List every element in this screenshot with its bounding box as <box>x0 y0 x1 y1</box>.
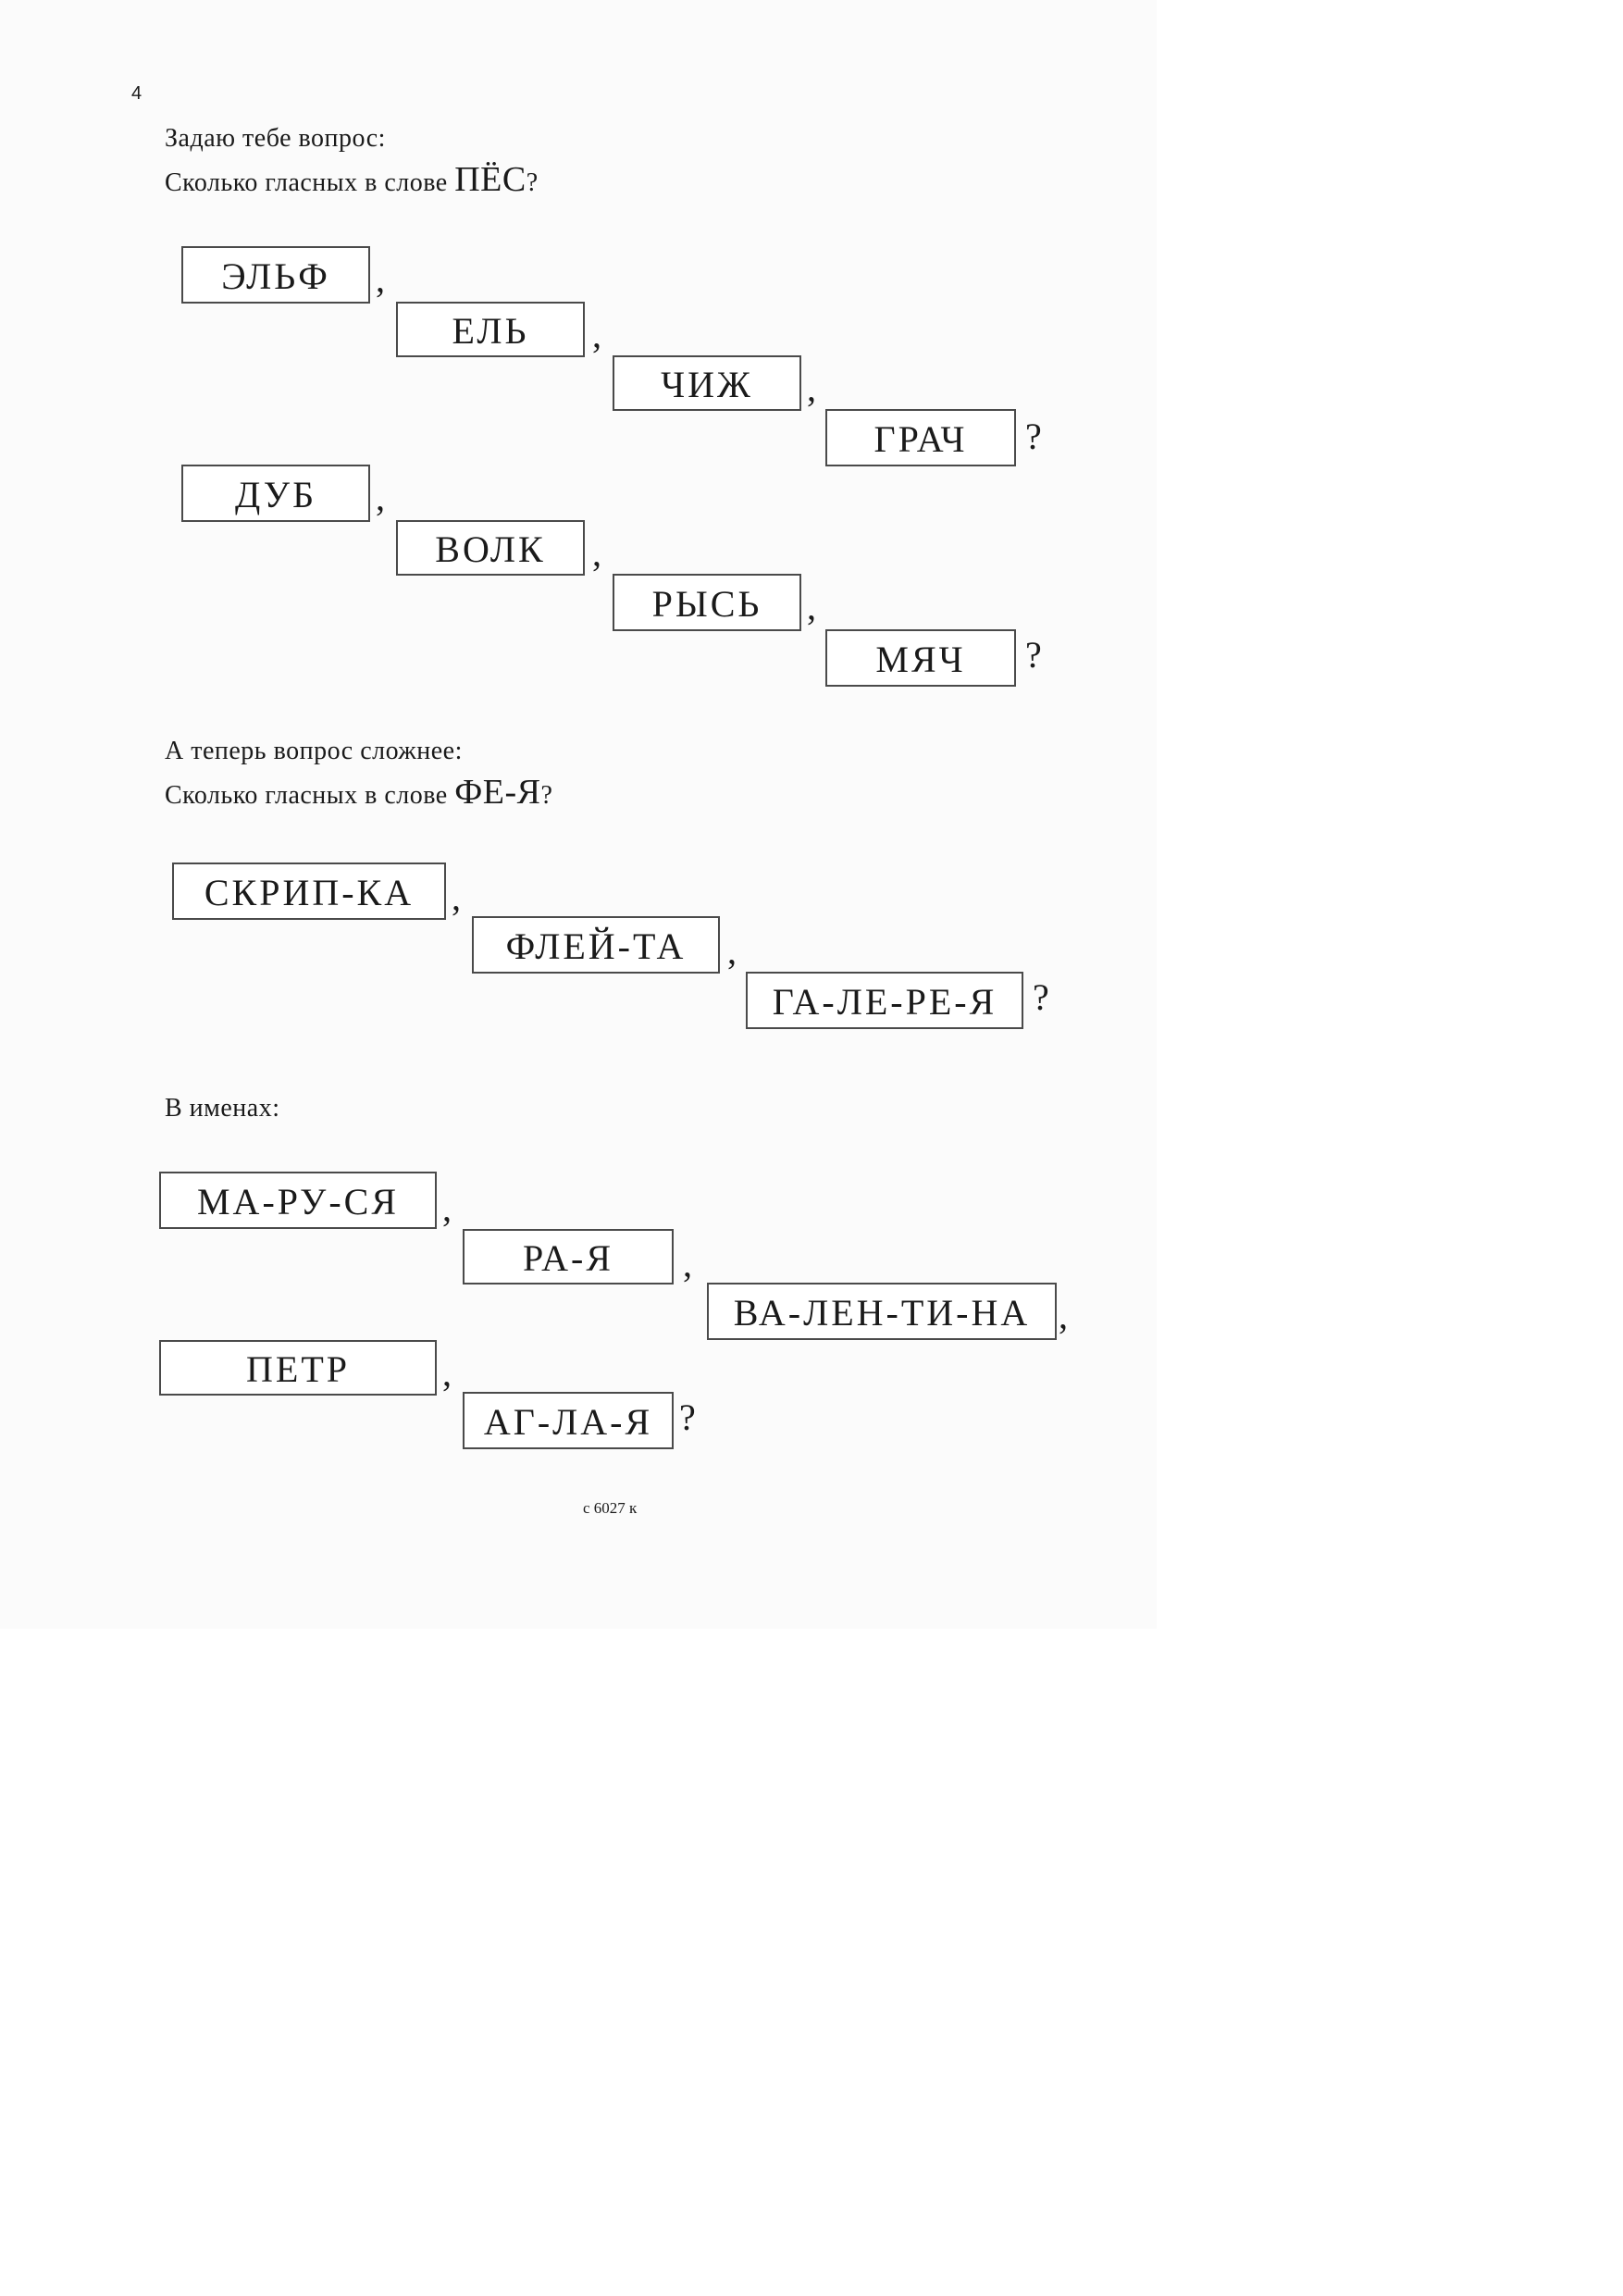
question-word: ФЕ-Я <box>454 773 541 812</box>
punct-comma: , <box>592 314 601 355</box>
word-box-rys: РЫСЬ <box>613 574 801 631</box>
word-box-raya: РА-Я <box>463 1229 674 1285</box>
punct-comma: , <box>1059 1295 1068 1336</box>
punct-comma: , <box>376 477 385 518</box>
punct-comma: , <box>683 1243 692 1285</box>
word-box-grach: ГРАЧ <box>825 409 1016 466</box>
word-box-petr: ПЕТР <box>159 1340 437 1396</box>
word-box-dub: ДУБ <box>181 465 370 522</box>
question-prefix: Сколько гласных в слове <box>165 781 455 810</box>
question-mark: ? <box>540 781 553 810</box>
footer-code: с 6027 к <box>583 1499 638 1517</box>
punct-comma: , <box>452 876 461 918</box>
word-box-aglaya: АГ-ЛА-Я <box>463 1392 674 1449</box>
punct-comma: , <box>807 367 816 409</box>
word-box-volk: ВОЛК <box>396 520 585 576</box>
punct-comma: , <box>376 258 385 300</box>
punct-question: ? <box>1025 634 1042 676</box>
punct-question: ? <box>1033 976 1049 1018</box>
punct-comma: , <box>807 586 816 627</box>
question-mark: ? <box>526 168 539 197</box>
punct-comma: , <box>727 930 737 972</box>
word-box-valentina: ВА-ЛЕН-ТИ-НА <box>707 1283 1057 1340</box>
punct-comma: , <box>442 1187 452 1229</box>
section2-line1: А теперь вопрос сложнее: <box>165 737 463 765</box>
word-box-fleyta: ФЛЕЙ-ТА <box>472 916 720 974</box>
word-box-skripka: СКРИП-КА <box>172 863 446 920</box>
punct-comma: , <box>442 1352 452 1394</box>
page-number: 4 <box>131 83 142 104</box>
word-box-elf: ЭЛЬФ <box>181 246 370 304</box>
word-box-myach: МЯЧ <box>825 629 1016 687</box>
word-box-chizh: ЧИЖ <box>613 355 801 411</box>
punct-comma: , <box>592 532 601 574</box>
word-box-el: ЕЛЬ <box>396 302 585 357</box>
punct-question: ? <box>679 1396 696 1438</box>
question-prefix: Сколько гласных в слове <box>165 168 455 197</box>
word-box-marusya: МА-РУ-СЯ <box>159 1172 437 1229</box>
word-box-galereya: ГА-ЛЕ-РЕ-Я <box>746 972 1023 1029</box>
section1-line1: Задаю тебе вопрос: <box>165 124 386 153</box>
section2-line2: Сколько гласных в слове ФЕ-Я? <box>165 772 552 813</box>
question-word: ПЁС <box>454 160 527 199</box>
section3-line1: В именах: <box>165 1094 280 1123</box>
punct-question: ? <box>1025 416 1042 457</box>
section1-line2: Сколько гласных в слове ПЁС? <box>165 159 539 200</box>
